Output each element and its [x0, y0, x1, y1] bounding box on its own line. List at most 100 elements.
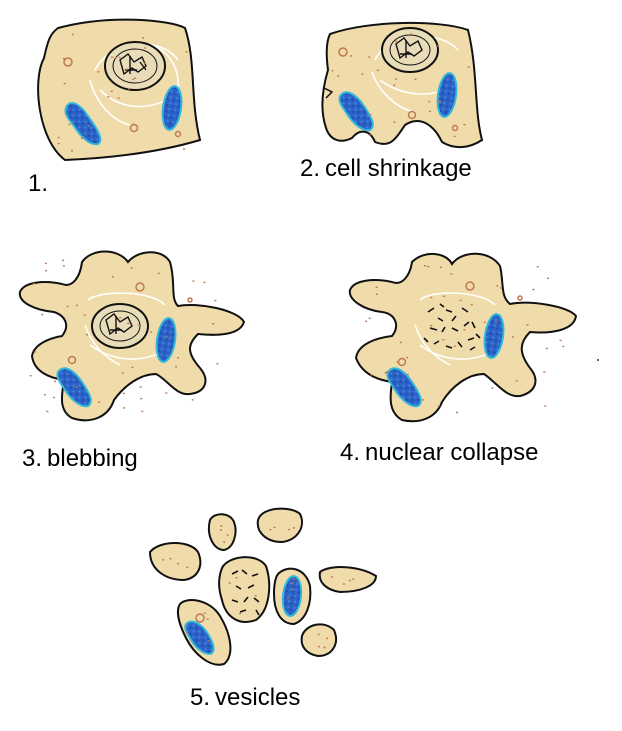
cytoplasm-speck	[331, 576, 334, 578]
cytoplasm-speck	[165, 392, 168, 394]
stage-5-label: 5.vesicles	[190, 684, 301, 711]
cytoplasm-speck	[422, 399, 424, 401]
cytoplasm-speck	[114, 57, 117, 59]
cytoplasm-speck	[165, 335, 168, 338]
cytoplasm-speck	[439, 101, 442, 103]
apoptotic-body-nuclear	[218, 556, 271, 623]
cytoplasm-speck	[428, 100, 431, 103]
cytoplasm-speck	[44, 262, 47, 265]
vesicle	[318, 566, 378, 594]
cytoplasm-speck	[98, 401, 101, 403]
cytoplasm-speck	[375, 293, 378, 295]
cytoplasm-speck	[52, 396, 55, 399]
cytoplasm-speck	[203, 281, 206, 284]
cytoplasm-speck	[191, 399, 194, 401]
cytoplasm-speck	[186, 566, 189, 568]
cytoplasm-speck	[384, 372, 387, 374]
cytoplasm-speck	[293, 578, 295, 581]
cytoplasm-speck	[63, 58, 65, 60]
nucleus	[381, 27, 439, 73]
cytoplasm-speck	[162, 559, 165, 561]
cytoplasm-speck	[214, 299, 217, 302]
cytoplasm-speck	[399, 341, 402, 344]
cytoplasm-speck	[467, 66, 470, 68]
cytoplasm-speck	[86, 334, 88, 336]
cytoplasm-speck	[34, 351, 36, 353]
cytoplasm-speck	[547, 277, 549, 279]
mitochondrion	[184, 620, 215, 656]
cytoplasm-speck	[117, 97, 120, 99]
cytoplasm-speck	[212, 323, 215, 325]
chromatin	[105, 313, 133, 336]
cytoplasm-speck	[430, 324, 433, 327]
cytoplasm-speck	[107, 96, 110, 98]
cytoplasm-speck	[442, 339, 445, 341]
cytoplasm-speck	[414, 78, 417, 80]
cytoplasm-speck	[57, 136, 60, 139]
cytoplasm-speck	[223, 541, 226, 543]
mitochondrion	[436, 72, 458, 118]
cytoplasm-speck	[439, 266, 442, 268]
cytoplasm-speck	[141, 410, 144, 413]
apoptotic-body-mitochondrion	[272, 567, 312, 626]
cytoplasm-speck	[83, 314, 86, 316]
cytoplasm-speck	[453, 135, 456, 138]
cytoplasm-speck	[169, 558, 172, 560]
cytoplasm-speck	[496, 285, 499, 287]
apoptotic-body-organelle	[177, 599, 232, 666]
cytoplasm-speck	[491, 387, 494, 389]
cytoplasm-speck	[286, 597, 289, 599]
cell-stage-2	[321, 21, 484, 148]
cytoplasm-speck	[500, 287, 503, 289]
cytoplasm-speck	[75, 304, 78, 307]
cytoplasm-speck	[132, 78, 135, 81]
cytoplasm-speck	[545, 347, 548, 350]
cytoplasm-speck	[368, 317, 371, 319]
cytoplasm-speck	[121, 372, 124, 374]
vesicle	[148, 542, 202, 582]
cytoplasm-speck	[337, 75, 340, 77]
cell-stage-3	[18, 250, 246, 422]
stage-3-label: 3.blebbing	[22, 445, 138, 472]
vesicle-specks	[67, 282, 193, 365]
nucleus	[104, 41, 166, 91]
stage-2-label: 2.cell shrinkage	[300, 155, 472, 182]
chromatin	[119, 53, 147, 76]
cytoplasm-speck	[144, 62, 147, 64]
cytoplasm-speck	[396, 361, 399, 363]
cytoplasm-speck	[427, 265, 430, 268]
cytoplasm-speck	[139, 386, 142, 388]
cytoplasm-speck	[395, 40, 398, 43]
cytoplasm-speck	[177, 562, 180, 565]
cytoplasm-speck	[228, 582, 231, 584]
cytoplasm-speck	[32, 283, 35, 285]
cytoplasm-speck	[410, 33, 412, 35]
cytoplasm-speck	[235, 577, 238, 579]
cytoplasm-speck	[365, 320, 368, 323]
cytoplasm-speck	[442, 295, 445, 297]
mitochondrion	[64, 101, 102, 146]
cytoplasm-speck	[526, 324, 529, 326]
cytoplasm-speck	[273, 526, 276, 529]
cytoplasm-speck	[515, 380, 518, 382]
cytoplasm-speck	[291, 582, 294, 585]
cytoplasm-speck	[45, 269, 48, 272]
cytoplasm-speck	[71, 33, 74, 36]
cytoplasm-speck	[122, 392, 125, 395]
cytoplasm-speck	[137, 323, 140, 326]
cytoplasm-speck	[186, 631, 188, 634]
cytoplasm-speck	[63, 82, 66, 85]
cytoplasm-speck	[68, 123, 71, 126]
cytoplasm-speck	[386, 371, 388, 373]
cytoplasm-speck	[125, 68, 128, 71]
cytoplasm-speck	[543, 371, 546, 373]
cytoplasm-speck	[532, 288, 535, 291]
cytoplasm-speck	[323, 646, 326, 649]
cytoplasm-speck	[368, 134, 371, 136]
cytoplasm-speck	[53, 380, 56, 383]
cytoplasm-speck	[43, 394, 46, 396]
cytoplasm-speck	[203, 612, 206, 614]
cytoplasm-speck	[185, 51, 188, 53]
cytoplasm	[348, 252, 578, 423]
